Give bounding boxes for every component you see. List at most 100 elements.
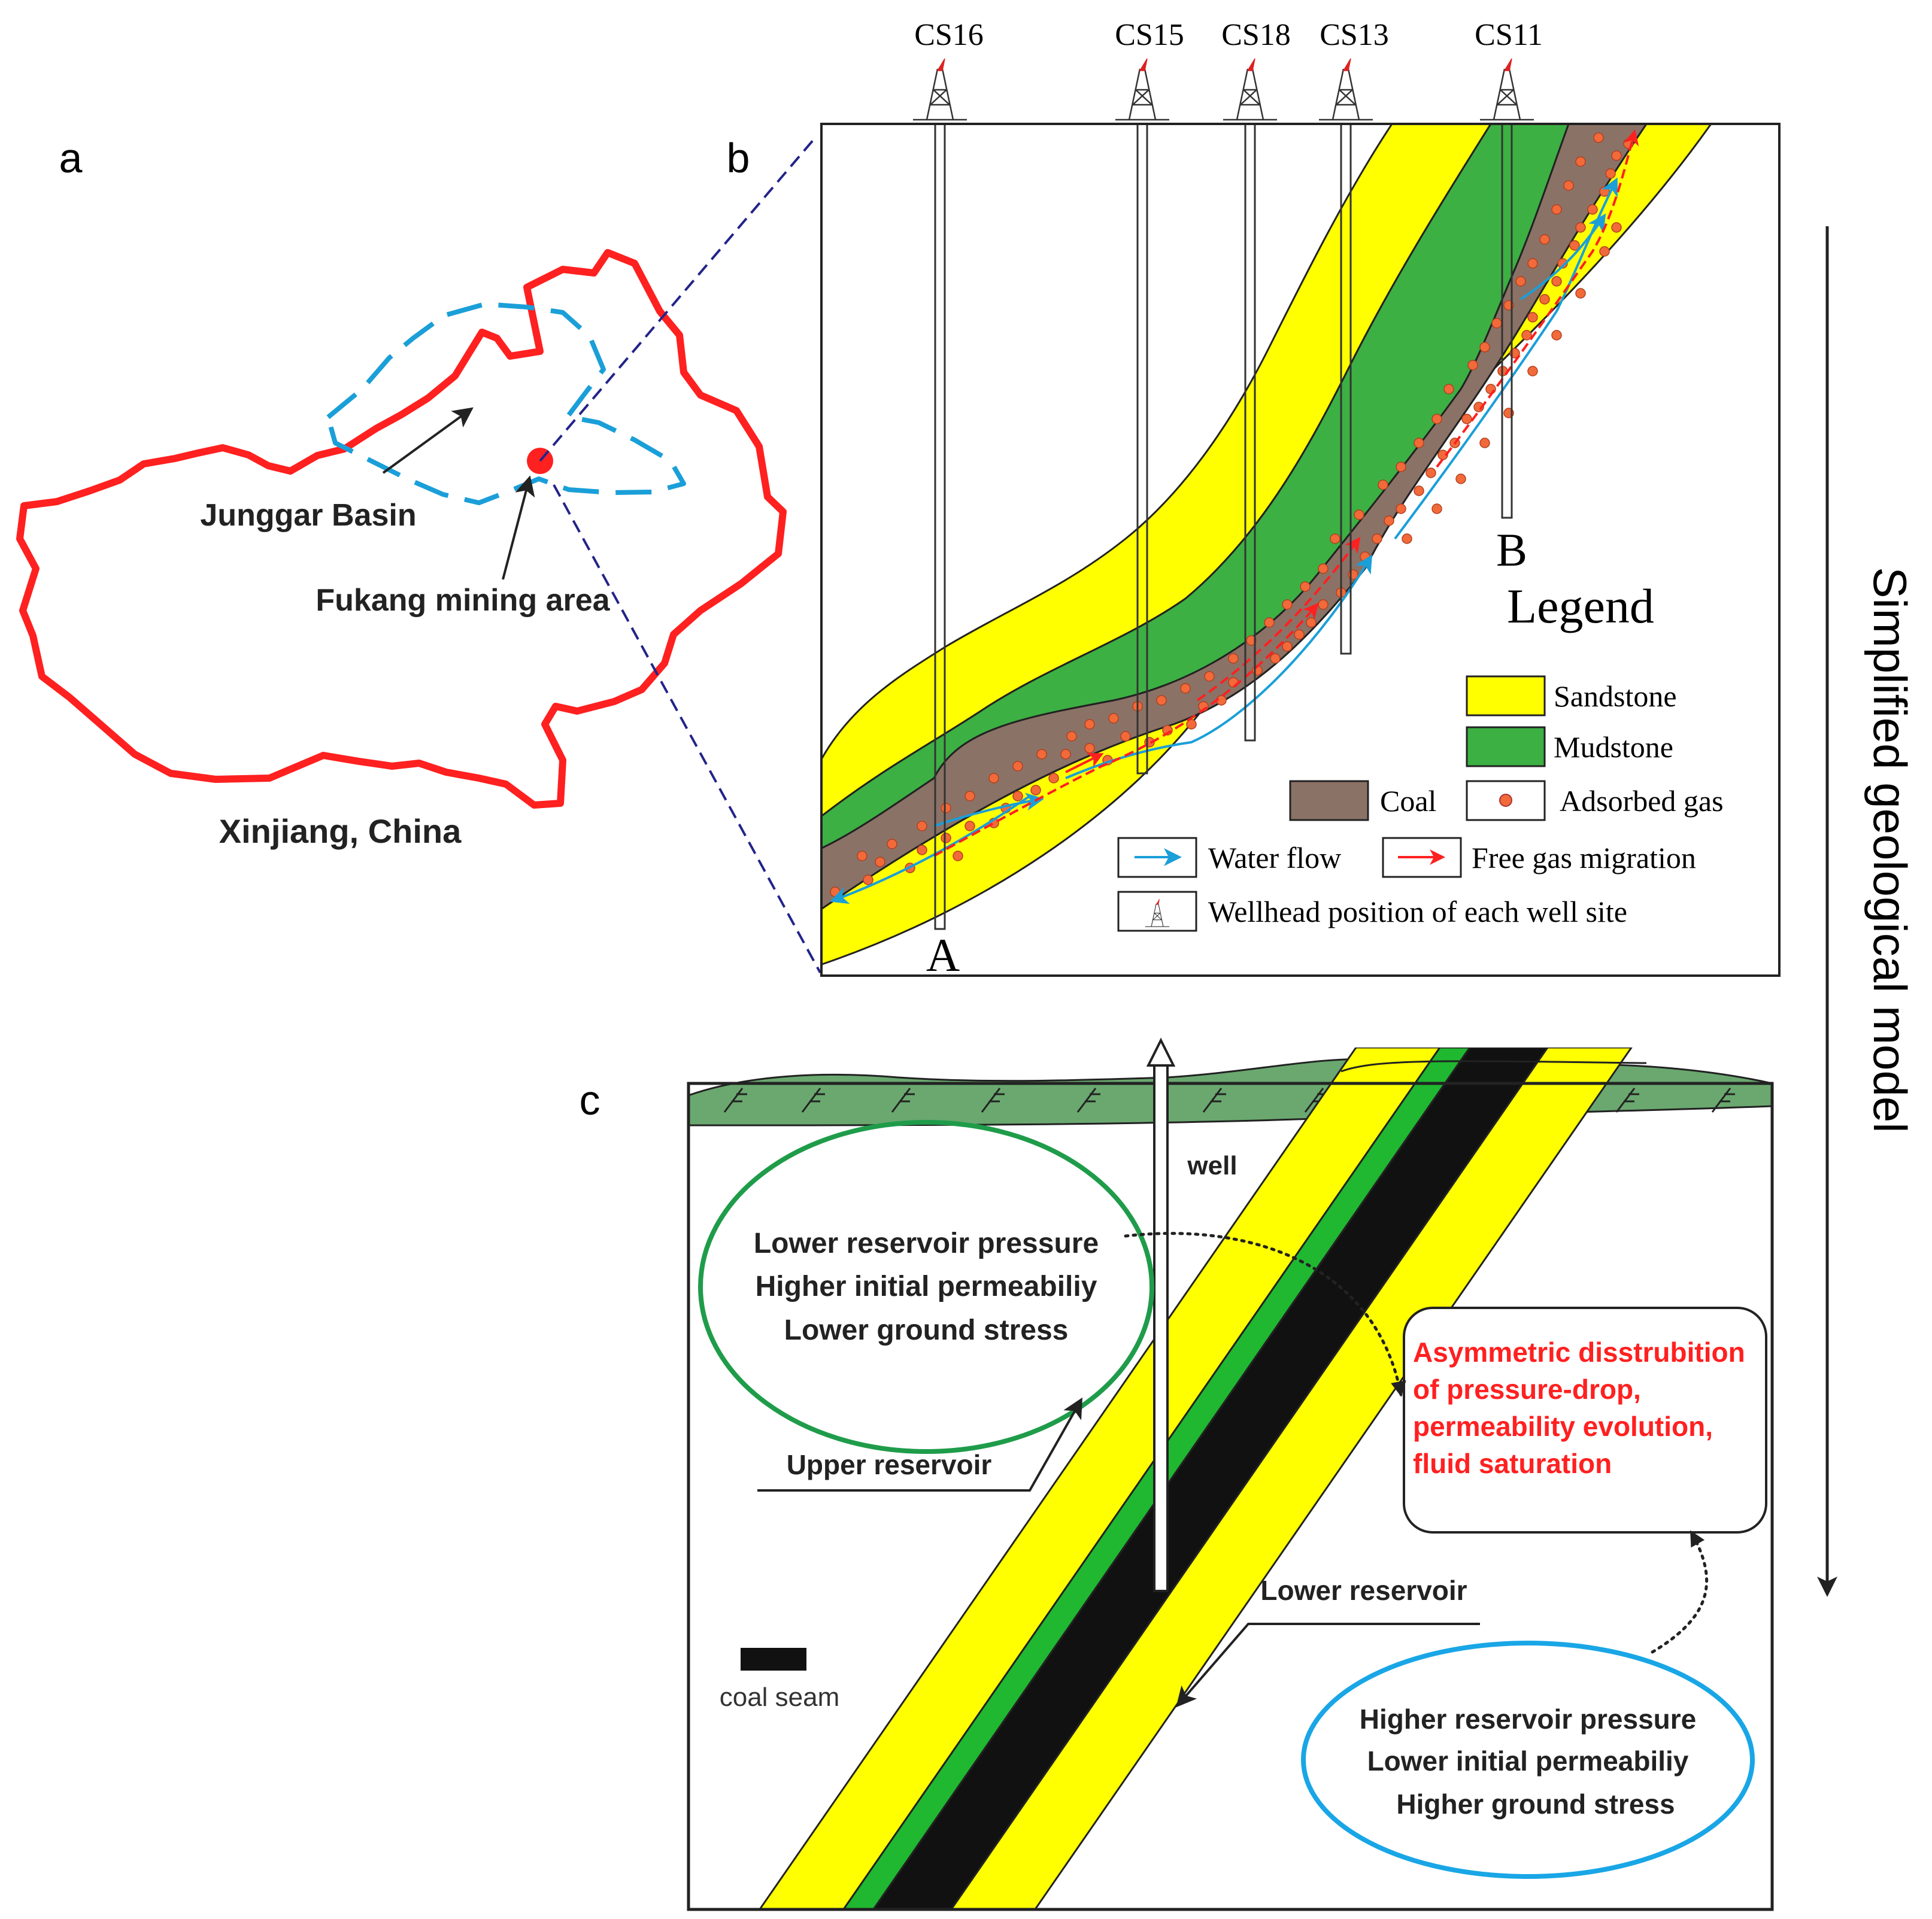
gas-dot — [917, 821, 927, 831]
well-label-cs11: CS11 — [1475, 18, 1543, 52]
gas-dot — [1264, 617, 1275, 628]
panel-c: c well Lower reservoir pressure Higher i… — [580, 1037, 1774, 1911]
zoom-line-bottom — [553, 484, 821, 973]
legend-label-wellhead: Wellhead position of each well site — [1208, 895, 1627, 928]
gas-dot — [1593, 132, 1604, 143]
gas-dot — [887, 839, 897, 849]
well-label-cs16: CS16 — [914, 18, 984, 52]
lower-sandstone-band — [950, 1047, 1633, 1909]
xinjiang-outline — [16, 249, 787, 809]
derrick-cs15 — [1115, 58, 1169, 121]
gas-dot — [1551, 330, 1562, 341]
panel-b-label: b — [727, 135, 750, 181]
mudstone-band — [842, 1047, 1471, 1909]
gas-dot — [1527, 312, 1538, 323]
well-bore-cs13 — [1340, 124, 1352, 655]
lower-condition-2: Lower initial permeabiliy — [1367, 1745, 1689, 1777]
result-line-4: fluid saturation — [1413, 1448, 1612, 1479]
side-label: Simplified geological model — [1864, 567, 1916, 1132]
water-flow-arrow-low — [933, 793, 1044, 827]
result-box — [1403, 1307, 1767, 1534]
gas-dot — [1443, 384, 1454, 394]
gas-dot — [988, 773, 999, 784]
gas-dot — [1084, 743, 1095, 754]
derrick-cs18 — [1223, 58, 1277, 121]
gas-dot — [1414, 485, 1424, 496]
gas-dot — [1012, 791, 1023, 801]
free-gas-arrow-short — [1065, 753, 1104, 773]
gas-dot — [1282, 599, 1293, 610]
gas-dot — [875, 857, 885, 867]
gas-dot — [1108, 713, 1119, 724]
gas-dot — [1563, 180, 1574, 191]
gas-dot — [1318, 563, 1329, 574]
well-label-cs15: CS15 — [1115, 18, 1184, 52]
upper-condition-2: Higher initial permeabiliy — [756, 1271, 1097, 1302]
gas-dot — [830, 886, 841, 897]
gas-dot — [1557, 258, 1568, 269]
lower-condition-3: Higher ground stress — [1396, 1789, 1675, 1820]
gas-dot — [941, 803, 951, 813]
panel-b-frame — [820, 123, 1781, 977]
gas-dot — [1587, 204, 1598, 215]
result-line-2: of pressure-drop, — [1413, 1374, 1641, 1405]
legend-derrick-shape — [1145, 898, 1170, 927]
derrick-cs13 — [1319, 58, 1373, 121]
gas-dot — [1611, 150, 1622, 161]
gas-dot — [1300, 581, 1311, 592]
gas-dot — [1479, 438, 1490, 448]
gas-dot — [863, 875, 874, 885]
free-gas-arrow-mid — [1196, 536, 1361, 702]
gas-dot — [1569, 240, 1580, 251]
point-a-label: A — [926, 929, 960, 981]
grass-mark — [1076, 1088, 1100, 1113]
water-flow-arrow-top — [1519, 213, 1606, 300]
gas-dot — [1246, 635, 1257, 646]
grass-mark — [891, 1088, 915, 1113]
gas-dot — [1228, 653, 1239, 664]
panel-a: a Junggar Basin Fukang mining area Xinji… — [16, 135, 821, 973]
gas-dot — [1575, 156, 1586, 167]
wellhead-derricks — [913, 58, 1534, 121]
gas-dot — [1611, 222, 1622, 233]
coal-seam-legend-label: coal seam — [720, 1683, 840, 1712]
free-gas-arrow-up — [1436, 129, 1639, 468]
gas-dot — [1372, 533, 1382, 544]
legend-derrick-icon — [1145, 898, 1170, 927]
derrick-cs11 — [1480, 58, 1534, 121]
legend-label-sandstone: Sandstone — [1554, 679, 1677, 713]
well-bore-cs11 — [1501, 124, 1513, 519]
upper-condition-3: Lower ground stress — [784, 1314, 1069, 1346]
gas-dot — [857, 851, 868, 861]
legend: Sandstone Mudstone Coal Adsorbed gas Wat… — [1117, 675, 1724, 932]
well-label-cs13: CS13 — [1320, 18, 1389, 52]
gas-dot — [1354, 509, 1364, 520]
gas-dot — [1515, 276, 1526, 287]
gas-dot — [1551, 204, 1562, 215]
gas-dot — [1527, 366, 1538, 376]
legend-label-adsorbed-gas: Adsorbed gas — [1560, 784, 1724, 818]
panel-b: b — [727, 18, 1781, 981]
grass-mark — [801, 1088, 825, 1113]
gas-dot — [1575, 222, 1586, 233]
well-bore-cs15 — [1136, 124, 1148, 775]
gas-dot — [1521, 330, 1532, 341]
grass-mark — [1202, 1088, 1226, 1113]
gas-dot — [1330, 533, 1340, 544]
zoom-line-top — [539, 138, 815, 462]
gas-dot — [1455, 473, 1466, 484]
legend-gas-dot — [1499, 794, 1512, 807]
gas-dot — [1491, 318, 1502, 329]
gas-dot — [1605, 168, 1616, 179]
legend-swatch-wellhead — [1117, 891, 1197, 932]
upper-reservoir-label: Upper reservoir — [787, 1449, 992, 1480]
well-label: well — [1187, 1151, 1237, 1180]
mining-area-label: Fukang mining area — [316, 583, 610, 618]
gas-dot — [1318, 599, 1329, 610]
gas-dot — [1306, 617, 1317, 628]
gas-dot — [1282, 641, 1293, 652]
gas-dot — [1294, 629, 1305, 640]
gas-dot — [1467, 360, 1478, 371]
gas-dot — [1426, 467, 1436, 478]
lower-reservoir-pointer — [1176, 1623, 1480, 1708]
